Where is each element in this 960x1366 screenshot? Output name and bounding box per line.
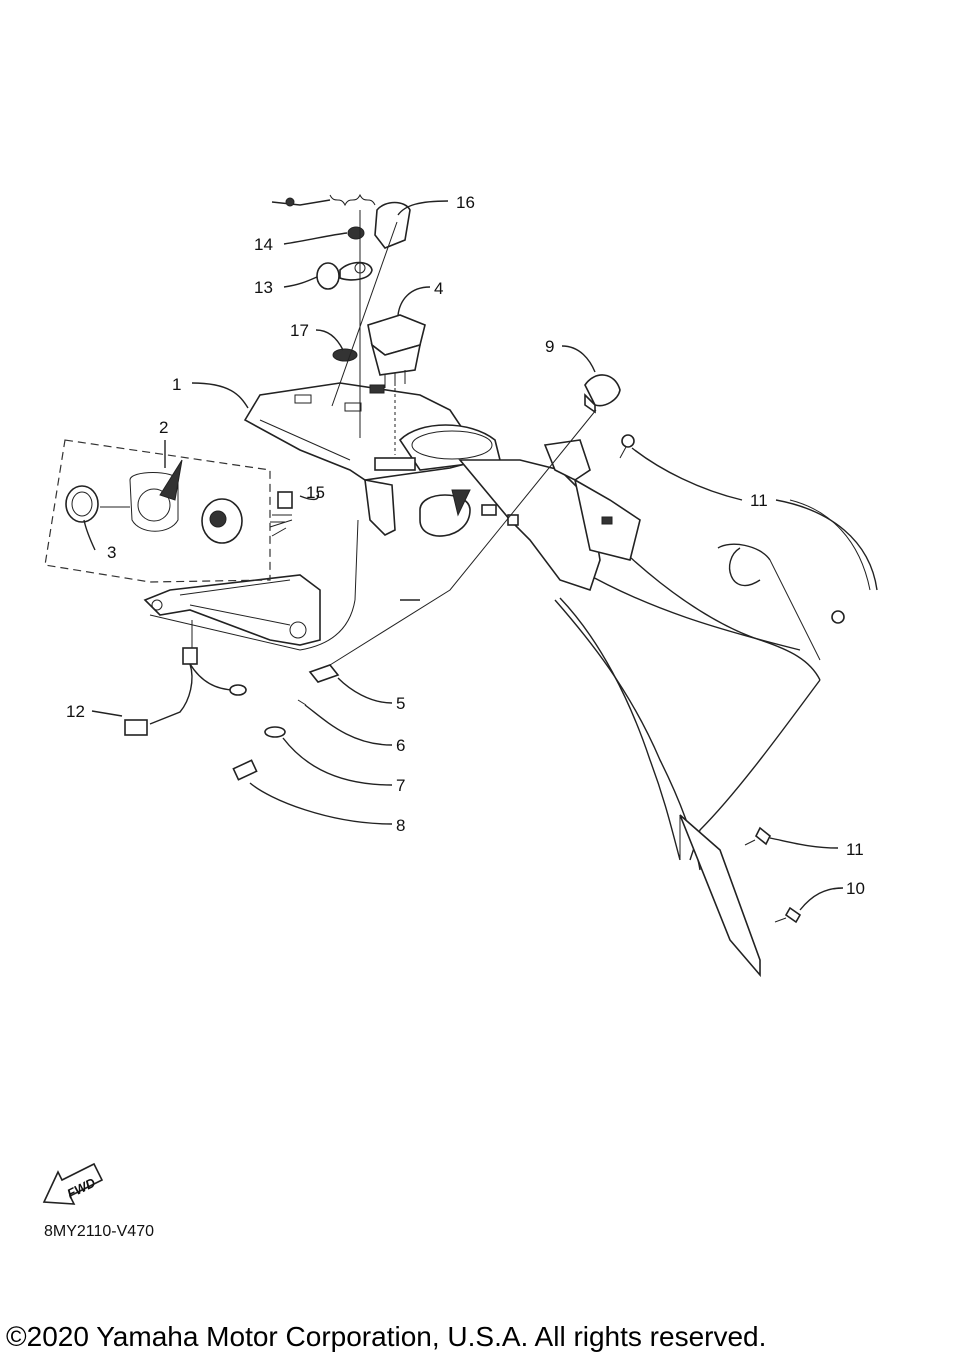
cap-part-9 [584,374,621,414]
callout-8: 8 [396,816,405,835]
connector-part-15 [270,491,293,523]
washer-part-17 [332,348,358,362]
harness-part-12 [124,620,247,736]
callout-17: 17 [290,321,309,340]
fwd-arrow-icon: FWD [42,1162,104,1205]
callout-10: 10 [846,879,865,898]
callout-16: 16 [456,193,475,212]
callout-7: 7 [396,776,405,795]
nut-part-14 [347,226,365,240]
callout-5: 5 [396,694,405,713]
copyright-notice: ©2020 Yamaha Motor Corporation, U.S.A. A… [6,1321,767,1352]
drawing-code: 8MY2110-V470 [44,1223,154,1240]
callout-13: 13 [254,278,273,297]
callout-15: 15 [306,483,325,502]
callout-12: 12 [66,702,85,721]
callout-1: 1 [172,375,181,394]
lanyard-part-16 [271,193,411,249]
callout-11-lower: 11 [846,840,864,859]
callout-3: 3 [107,543,116,562]
callout-labels: 1 2 3 4 5 6 7 8 9 10 11 11 12 13 14 15 1… [66,193,865,898]
assembly-group-2 [44,439,271,583]
bracket-arm [143,519,359,651]
callout-14: 14 [254,235,273,254]
cap-part-13 [316,261,373,290]
leader-lines [83,200,878,911]
switch-part-4 [367,314,426,455]
callout-9: 9 [545,337,554,356]
callout-6: 6 [396,736,405,755]
fastener-parts-5-8 [232,664,340,781]
console-cover-part-1 [243,382,641,592]
callout-4: 4 [434,279,443,298]
screws [619,434,845,978]
callout-11-upper: 11 [750,491,768,510]
callout-2: 2 [159,418,168,437]
